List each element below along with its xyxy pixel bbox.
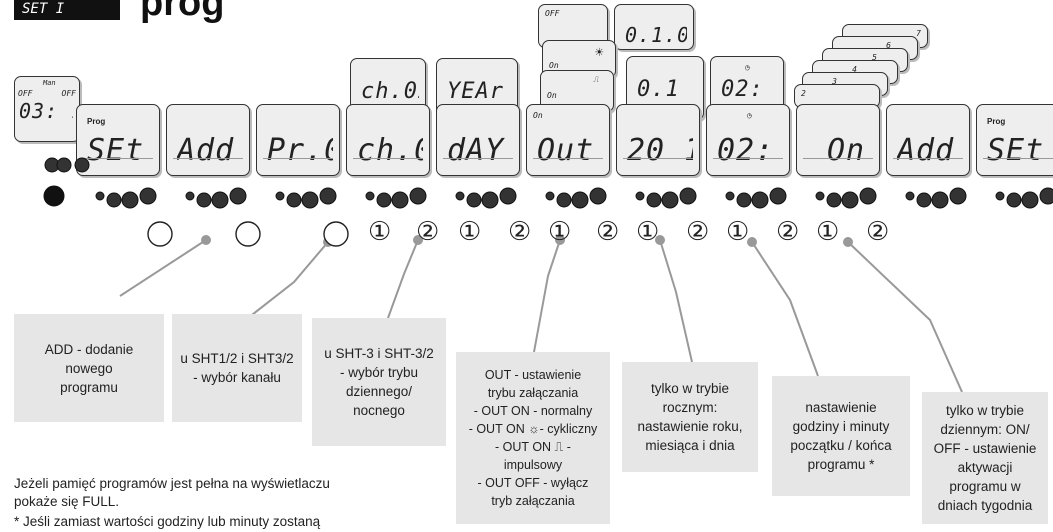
lcd-pr00: Pr.00 bbox=[256, 104, 340, 176]
device-button bbox=[916, 192, 932, 208]
device-button bbox=[679, 187, 697, 205]
device-button bbox=[455, 191, 465, 201]
device-button bbox=[481, 191, 499, 209]
device-button bbox=[949, 187, 967, 205]
device-button bbox=[185, 191, 195, 201]
step-one-marker: ① bbox=[636, 216, 660, 246]
device-button bbox=[409, 187, 427, 205]
device-button bbox=[931, 191, 949, 209]
device-button bbox=[826, 192, 842, 208]
page-title: prog bbox=[140, 0, 225, 24]
device-button bbox=[211, 191, 229, 209]
device-button bbox=[365, 191, 375, 201]
step-one-marker: ① bbox=[816, 216, 840, 246]
device-button bbox=[751, 191, 769, 209]
section-badge: SET I bbox=[14, 0, 120, 20]
device-button bbox=[545, 191, 555, 201]
device-button bbox=[301, 191, 319, 209]
device-button bbox=[635, 191, 645, 201]
device-button bbox=[661, 191, 679, 209]
step-one-marker: ① bbox=[726, 216, 750, 246]
device-button bbox=[815, 191, 825, 201]
lcd-add-end: Add bbox=[886, 104, 970, 176]
step-one-marker: ① bbox=[548, 216, 572, 246]
lcd-back-date-full: 0.1.0.1 bbox=[614, 4, 694, 50]
device-button bbox=[275, 191, 285, 201]
device-button bbox=[1006, 192, 1022, 208]
device-button bbox=[571, 191, 589, 209]
step-one-marker: ① bbox=[458, 216, 482, 246]
device-button bbox=[1021, 191, 1039, 209]
footer-line-3: * Jeśli zamiast wartości godziny lub min… bbox=[14, 514, 321, 529]
device-button bbox=[905, 191, 915, 201]
step-two-marker: ② bbox=[776, 216, 800, 246]
device-button bbox=[196, 192, 212, 208]
lcd-start: OFF OFF Man 03: 17 bbox=[14, 76, 80, 142]
step-two-marker: ② bbox=[508, 216, 532, 246]
device-button bbox=[995, 191, 1005, 201]
device-button bbox=[95, 191, 105, 201]
device-button bbox=[589, 187, 607, 205]
footer-line-2: pokaże się FULL. bbox=[14, 494, 120, 509]
device-button bbox=[106, 192, 122, 208]
step-two-marker: ② bbox=[686, 216, 710, 246]
device-button bbox=[556, 192, 572, 208]
device-button bbox=[841, 191, 859, 209]
step-two-marker: ② bbox=[596, 216, 620, 246]
device-button bbox=[1039, 187, 1053, 205]
lcd-day: dAY bbox=[436, 104, 520, 176]
device-button bbox=[859, 187, 877, 205]
device-button bbox=[646, 192, 662, 208]
device-button bbox=[499, 187, 517, 205]
lcd-year: 20 10 bbox=[616, 104, 700, 176]
footer-line-1: Jeżeli pamięć programów jest pełna na wy… bbox=[14, 476, 330, 491]
step-one-marker: ① bbox=[368, 216, 392, 246]
device-button bbox=[376, 192, 392, 208]
device-button bbox=[139, 187, 157, 205]
note-channel: u SHT1/2 i SHT3/2- wybór kanału bbox=[172, 314, 302, 422]
device-button bbox=[286, 192, 302, 208]
device-button bbox=[725, 191, 735, 201]
device-button bbox=[319, 187, 337, 205]
step-two-marker: ② bbox=[866, 216, 890, 246]
device-button bbox=[466, 192, 482, 208]
lcd-time: ◷02: 18 bbox=[706, 104, 790, 176]
device-button bbox=[736, 192, 752, 208]
device-button bbox=[121, 191, 139, 209]
device-button bbox=[391, 191, 409, 209]
device-button bbox=[229, 187, 247, 205]
step-two-marker: ② bbox=[416, 216, 440, 246]
lcd-ch01: ch.0 I bbox=[346, 104, 430, 176]
lcd-add: Add bbox=[166, 104, 250, 176]
lcd-on: On bbox=[796, 104, 880, 176]
device-button bbox=[769, 187, 787, 205]
